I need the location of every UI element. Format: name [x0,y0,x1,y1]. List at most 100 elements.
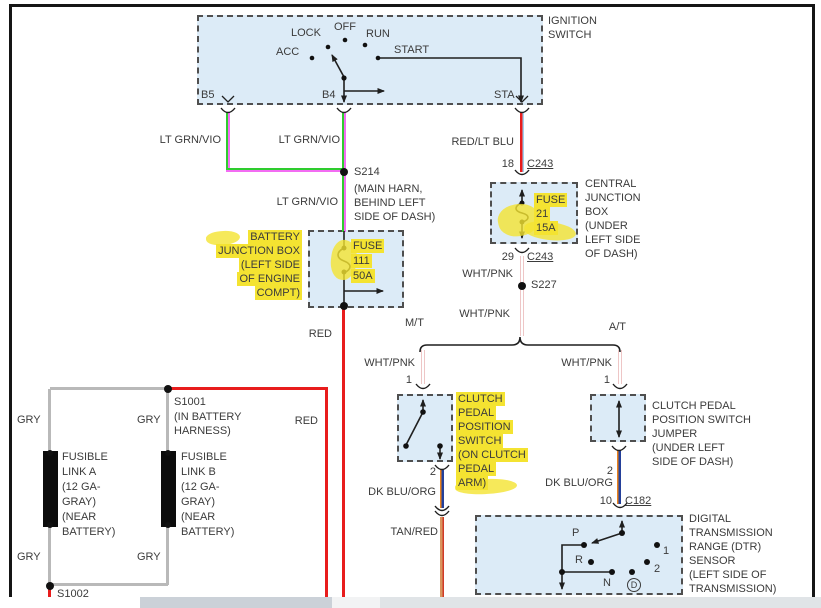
wire-tan-red [440,517,444,597]
frame-top-line [9,4,815,7]
fusible-link-a-label: FUSIBLE LINK A (12 GA- GRAY) (NEAR BATTE… [62,451,116,538]
wire-red-s1001-drop [325,387,328,597]
connector-arc-clutch-pin1 [415,383,431,390]
wire-label-wht-pnk-2: WHT/PNK [459,308,510,320]
cjb-pin-29: 29 [501,251,514,263]
wire-gry-link-b-top [166,390,169,452]
cjb-pin-18: 18 [501,158,514,170]
wire-label-gry-2: GRY [137,414,161,426]
dtr-position-d-circled: D [627,578,641,592]
cjb-fuse-rating: 15A [534,221,558,235]
wire-gry-bottom-run [50,583,168,586]
cjb-title: CENTRAL JUNCTION BOX (UNDER LEFT SIDE OF… [585,178,641,260]
dtr-position-n: N [603,577,611,589]
wire-gry-link-a-bottom [48,527,51,585]
battery-label-line2: JUNCTION BOX [216,244,302,258]
wire-label-red-lt-blu: RED/LT BLU [451,136,514,148]
wire-gry-top-run [50,387,168,390]
fusible-link-b [161,451,176,527]
fusible-link-a [43,451,58,527]
wire-dk-blu-org-right [617,450,621,504]
ignition-pos-acc: ACC [276,46,300,58]
wire-gry-link-b-bottom [166,527,169,585]
connector-arc-clutch-pin2 [434,464,450,471]
wire-red-s1002-stub [48,586,51,597]
wire-lt-grn-vio-b5-run [226,168,344,172]
ignition-switch-title: IGNITION SWITCH [548,15,597,41]
ignition-pos-off: OFF [334,21,356,33]
clutch-label-line2: PEDAL [456,406,497,420]
wire-wht-pnk-main [520,256,524,336]
wire-lt-grn-vio-b4 [342,112,346,232]
splice-s1001-label: S1001 [174,396,206,408]
scrollbar-track[interactable] [380,597,821,608]
scrollbar-gap[interactable] [332,597,380,608]
wire-wht-pnk-mt [421,350,425,384]
frame-right-line [812,4,815,597]
wire-label-wht-pnk-4: WHT/PNK [561,357,612,369]
wire-red-battery-feed [342,308,345,597]
jumper-title: CLUTCH PEDAL POSITION SWITCH JUMPER (UND… [652,400,751,468]
clutch-pin2-label: 2 [429,466,436,478]
battery-fuse-rating: 50A [351,269,375,283]
scrollbar-thumb[interactable] [140,597,332,608]
connector-arc-jumper-pin1 [612,383,628,390]
battery-label-line1: BATTERY [248,230,302,244]
wire-red-s1001-run [168,387,328,390]
dtr-position-r: R [575,554,583,566]
clutch-label-line7: ARM) [456,476,489,490]
wire-label-red-2: RED [294,415,318,427]
dtr-position-p: P [572,527,580,539]
wire-label-dk-blu-org-2: DK BLU/ORG [545,477,613,489]
fusible-link-b-label: FUSIBLE LINK B (12 GA- GRAY) (NEAR BATTE… [181,451,235,538]
branch-at-label: A/T [608,321,626,333]
battery-label-line5: COMPT) [254,286,302,300]
mt-at-brace [419,336,621,353]
dtr-position-2: 2 [654,563,661,575]
battery-label-line3: (LEFT SIDE [238,258,302,272]
wire-gry-link-a-top [48,389,51,452]
wire-dk-blu-org-left [440,470,444,508]
clutch-label-line3: POSITION [456,420,513,434]
branch-mt-label: M/T [405,317,424,329]
splice-s1001-note: (IN BATTERY HARNESS) [174,411,242,437]
terminal-b5-label: B5 [201,89,215,101]
wire-red-lt-blu [520,112,524,172]
wire-label-gry-1: GRY [17,414,41,426]
battery-fuse-number: 111 [351,254,372,268]
frame-left-line [9,4,12,597]
wire-label-lt-grn-vio-2: LT GRN/VIO [278,134,340,146]
clutch-jumper-box [590,394,646,442]
wire-label-wht-pnk-1: WHT/PNK [462,268,513,280]
wire-wht-pnk-at [618,350,622,384]
jumper-pin1-label: 1 [603,374,610,386]
splice-s227-label: S227 [531,279,557,291]
cjb-fuse-word: FUSE [534,193,568,207]
splice-s214-label: S214 [354,166,380,178]
wire-label-lt-grn-vio-1: LT GRN/VIO [159,134,221,146]
wire-label-dk-blu-org-1: DK BLU/ORG [368,486,436,498]
terminal-sta-label: STA [494,89,515,101]
clutch-label-line6: PEDAL [456,462,497,476]
terminal-b4-label: B4 [322,89,336,101]
battery-label-line4: OF ENGINE [237,272,302,286]
wire-lt-grn-vio-b5 [226,112,230,170]
dtr-position-1: 1 [663,545,670,557]
wire-label-wht-pnk-3: WHT/PNK [364,357,415,369]
cjb-fuse-number: 21 [534,207,551,221]
clutch-pedal-position-switch-box [397,394,453,462]
clutch-label-line1: CLUTCH [456,392,505,406]
splice-s214-note: (MAIN HARN, BEHIND LEFT SIDE OF DASH) [354,183,436,223]
cjb-connector-c243-top: C243 [527,158,554,170]
wire-label-gry-3: GRY [17,551,41,563]
ignition-pos-lock: LOCK [291,27,321,39]
clutch-label-line4: SWITCH [456,434,504,448]
wire-label-gry-4: GRY [137,551,161,563]
ignition-pos-start: START [394,44,430,56]
wire-label-lt-grn-vio-3: LT GRN/VIO [276,196,338,208]
clutch-pin1-label: 1 [405,374,412,386]
wire-label-tan-red: TAN/RED [390,526,438,538]
jumper-pin2-label: 2 [606,465,613,477]
battery-box-title: BATTERY JUNCTION BOX (LEFT SIDE OF ENGIN… [180,230,302,300]
